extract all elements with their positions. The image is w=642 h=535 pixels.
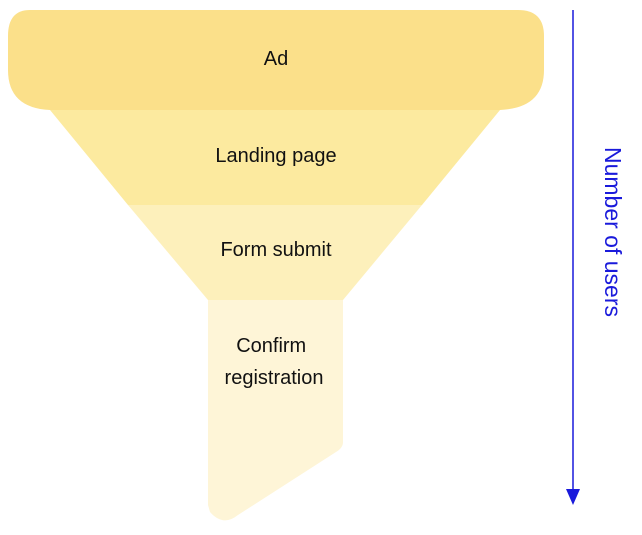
- funnel-stage-landing-page: [50, 110, 500, 205]
- funnel-stage-ad-label: Ad: [264, 48, 288, 70]
- funnel-stage-landing-page-label: Landing page: [215, 145, 336, 167]
- funnel-stage-form-submit-label: Form submit: [220, 239, 332, 261]
- funnel-stage-form-submit: [128, 205, 422, 300]
- funnel-stage-ad: [8, 10, 544, 110]
- funnel-stage-confirm-registration-label: Confirm registration: [225, 335, 324, 389]
- confirm-label-line-1: Confirm: [236, 335, 306, 357]
- users-axis-label: Number of users: [600, 147, 626, 317]
- users-axis-arrow-head: [566, 489, 580, 505]
- confirm-label-line-2: registration: [225, 367, 324, 389]
- funnel-stage-confirm-registration: [208, 300, 343, 521]
